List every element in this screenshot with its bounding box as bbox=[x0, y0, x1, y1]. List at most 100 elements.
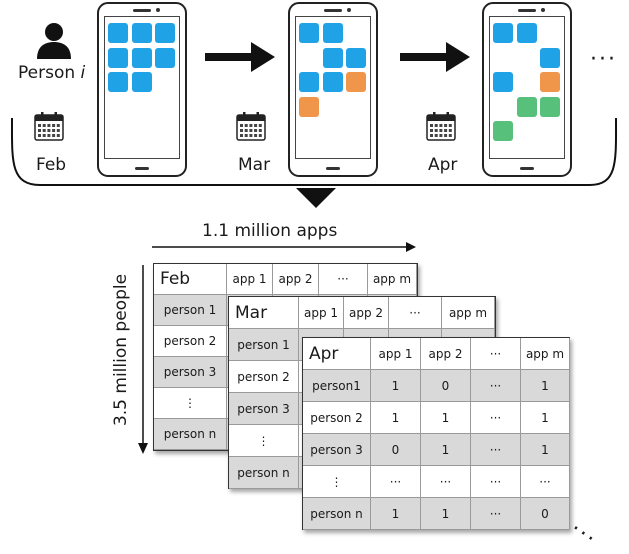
value-cell: ··· bbox=[371, 466, 421, 498]
value-cell: 1 bbox=[521, 370, 570, 402]
more-tables-ellipsis: ··· bbox=[565, 516, 602, 553]
row-header: person 1 bbox=[229, 329, 299, 361]
column-header: ··· bbox=[471, 338, 521, 370]
right-arrow-icon bbox=[400, 42, 470, 72]
row-header: person 3 bbox=[303, 434, 371, 466]
value-cell: ··· bbox=[471, 466, 521, 498]
row-header: person 3 bbox=[154, 357, 227, 388]
value-cell: 1 bbox=[521, 434, 570, 466]
row-header: person 2 bbox=[303, 402, 371, 434]
value-cell: ··· bbox=[471, 434, 521, 466]
right-axis-arrow bbox=[152, 242, 416, 252]
table-row: ⋮············ bbox=[303, 466, 570, 498]
more-months-ellipsis: ··· bbox=[590, 47, 617, 72]
value-cell: 1 bbox=[421, 434, 471, 466]
column-header: app m bbox=[368, 264, 417, 295]
app-icon bbox=[108, 72, 128, 92]
column-header: app 1 bbox=[227, 264, 273, 295]
app-icon bbox=[155, 47, 175, 68]
value-cell: 1 bbox=[421, 498, 471, 530]
app-icon bbox=[540, 72, 560, 92]
right-arrow-icon bbox=[205, 42, 275, 72]
app-icon bbox=[493, 23, 513, 43]
value-cell: 1 bbox=[371, 498, 421, 530]
row-header: ⋮ bbox=[303, 466, 371, 498]
app-icon bbox=[516, 23, 537, 43]
x-axis-label: 1.1 million apps bbox=[202, 221, 338, 241]
row-header: person 2 bbox=[229, 361, 299, 393]
app-icon bbox=[299, 72, 319, 92]
calendar-icon bbox=[426, 112, 456, 141]
value-cell: 0 bbox=[521, 498, 570, 530]
matrix-title: Mar bbox=[229, 297, 299, 329]
column-header: app m bbox=[521, 338, 570, 370]
column-header: app 2 bbox=[344, 297, 389, 329]
row-header: person 1 bbox=[154, 295, 227, 326]
app-icon bbox=[131, 72, 152, 92]
value-cell: 0 bbox=[421, 370, 471, 402]
app-icon bbox=[493, 72, 513, 92]
column-header: ··· bbox=[389, 297, 442, 329]
value-cell: 1 bbox=[371, 402, 421, 434]
value-cell: ··· bbox=[471, 370, 521, 402]
y-axis-label: 3.5 million people bbox=[111, 273, 131, 427]
value-cell: ··· bbox=[521, 466, 570, 498]
column-header: app 1 bbox=[371, 338, 421, 370]
app-icon bbox=[299, 23, 319, 43]
value-cell: ··· bbox=[471, 498, 521, 530]
column-header: app 2 bbox=[421, 338, 471, 370]
value-cell: ··· bbox=[471, 402, 521, 434]
column-header: app 1 bbox=[299, 297, 344, 329]
month-label-feb: Feb bbox=[36, 155, 67, 175]
row-header: person n bbox=[154, 419, 227, 450]
column-header: app m bbox=[442, 297, 495, 329]
month-label-apr: Apr bbox=[428, 155, 458, 175]
app-icon bbox=[131, 47, 152, 68]
row-header: ⋮ bbox=[154, 388, 227, 419]
app-icon bbox=[346, 72, 366, 92]
row-header: person1 bbox=[303, 370, 371, 402]
app-icon bbox=[299, 96, 319, 117]
matrix-title: Feb bbox=[154, 264, 227, 295]
app-icon bbox=[155, 23, 175, 43]
app-icon bbox=[516, 96, 537, 117]
app-icon bbox=[322, 23, 343, 43]
app-icon bbox=[108, 23, 128, 43]
row-header: person 3 bbox=[229, 393, 299, 425]
app-icon bbox=[346, 47, 366, 68]
row-header: person n bbox=[229, 457, 299, 489]
app-icon bbox=[540, 96, 560, 117]
app-icon bbox=[108, 47, 128, 68]
down-axis-arrow bbox=[138, 265, 148, 454]
app-icon bbox=[322, 72, 343, 92]
row-header: ⋮ bbox=[229, 425, 299, 457]
person-label: Person i bbox=[18, 63, 86, 83]
row-header: person n bbox=[303, 498, 371, 530]
value-cell: 1 bbox=[521, 402, 570, 434]
app-icon bbox=[131, 23, 152, 43]
column-header: app 2 bbox=[273, 264, 319, 295]
app-icon bbox=[322, 47, 343, 68]
value-cell: ··· bbox=[421, 466, 471, 498]
grouping-brace bbox=[10, 117, 618, 208]
calendar-icon bbox=[236, 112, 266, 141]
app-icon bbox=[540, 47, 560, 68]
month-label-mar: Mar bbox=[238, 155, 271, 175]
value-cell: 1 bbox=[421, 402, 471, 434]
person-icon bbox=[37, 23, 71, 59]
value-cell: 0 bbox=[371, 434, 421, 466]
column-header: ··· bbox=[319, 264, 368, 295]
calendar-icon bbox=[34, 112, 64, 141]
row-header: person 2 bbox=[154, 326, 227, 357]
matrix-title: Apr bbox=[303, 338, 371, 370]
value-cell: 1 bbox=[371, 370, 421, 402]
app-icon bbox=[493, 121, 513, 141]
